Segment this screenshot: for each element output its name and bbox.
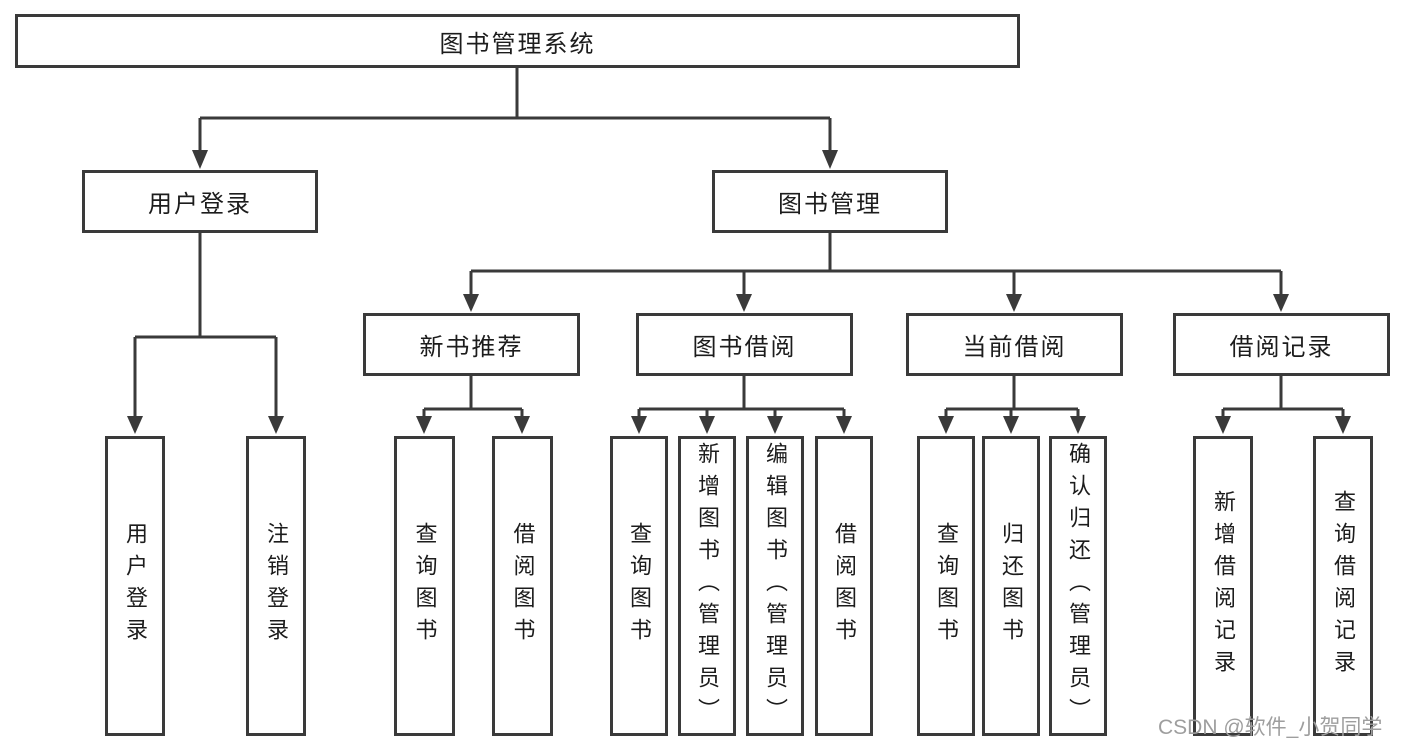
node-book-management-system: 图书管理系统 xyxy=(15,14,1020,68)
node-return-books: 归还图书 xyxy=(982,436,1040,736)
node-edit-books-admin: 编辑图书（管理员） xyxy=(746,436,804,736)
node-label: 新书推荐 xyxy=(419,334,524,361)
node-label: 新增借阅记录 xyxy=(1211,490,1236,682)
node-label: 注销登录 xyxy=(264,522,289,650)
node-book-borrowing: 图书借阅 xyxy=(636,313,853,376)
node-book-management: 图书管理 xyxy=(712,170,948,233)
node-current-borrowing: 当前借阅 xyxy=(906,313,1123,376)
node-user-login: 用户登录 xyxy=(82,170,318,233)
node-label: 查询借阅记录 xyxy=(1331,490,1356,682)
node-user-login-action: 用户登录 xyxy=(105,436,165,736)
node-label: 确认归还（管理员） xyxy=(1066,442,1091,730)
node-borrowing-records: 借阅记录 xyxy=(1173,313,1390,376)
node-label: 用户登录 xyxy=(148,191,252,218)
node-query-books-current: 查询图书 xyxy=(917,436,975,736)
node-confirm-return-admin: 确认归还（管理员） xyxy=(1049,436,1107,736)
node-borrow-books: 借阅图书 xyxy=(815,436,873,736)
node-label: 用户登录 xyxy=(123,522,148,650)
node-label: 查询图书 xyxy=(934,522,959,650)
node-query-books-recommendation: 查询图书 xyxy=(394,436,455,736)
node-query-borrow-record: 查询借阅记录 xyxy=(1313,436,1373,736)
node-label: 借阅记录 xyxy=(1229,334,1334,361)
node-label: 借阅图书 xyxy=(832,522,857,650)
node-label: 编辑图书（管理员） xyxy=(763,442,788,730)
node-label: 查询图书 xyxy=(412,522,438,650)
node-add-borrow-record: 新增借阅记录 xyxy=(1193,436,1253,736)
node-logout: 注销登录 xyxy=(246,436,306,736)
node-query-books-borrowing: 查询图书 xyxy=(610,436,668,736)
node-new-book-recommendation: 新书推荐 xyxy=(363,313,580,376)
node-label: 图书借阅 xyxy=(692,334,797,361)
node-label: 借阅图书 xyxy=(510,522,536,650)
node-borrow-books-recommendation: 借阅图书 xyxy=(492,436,553,736)
node-label: 查询图书 xyxy=(627,522,652,650)
csdn-watermark: CSDN @软件_小贺同学 xyxy=(1158,716,1383,739)
node-label: 图书管理系统 xyxy=(439,30,596,58)
node-label: 当前借阅 xyxy=(962,334,1067,361)
node-label: 归还图书 xyxy=(999,522,1024,650)
node-label: 新增图书（管理员） xyxy=(695,442,720,730)
node-add-books-admin: 新增图书（管理员） xyxy=(678,436,736,736)
node-label: 图书管理 xyxy=(778,191,882,218)
arrowheads xyxy=(127,150,1351,434)
